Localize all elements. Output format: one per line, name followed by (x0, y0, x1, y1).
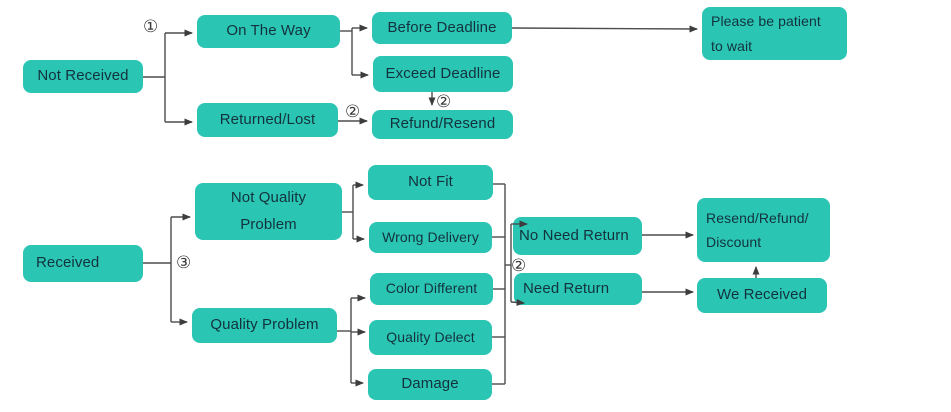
node-not-received: Not Received (23, 60, 143, 93)
node-on-the-way: On The Way (197, 15, 340, 48)
node-returned-lost: Returned/Lost (197, 103, 338, 137)
node-not-fit: Not Fit (368, 165, 493, 200)
step-2-exceed-deadline-label: ② (436, 92, 452, 112)
step-1-label: ① (143, 17, 159, 37)
step-2-returned-lost-label: ② (345, 102, 361, 122)
node-quality-delect: Quality Delect (369, 320, 492, 355)
step-3-label: ③ (176, 253, 192, 273)
node-received: Received (23, 245, 143, 282)
node-not-quality-problem: Not Quality Problem (195, 183, 342, 240)
node-exceed-deadline: Exceed Deadline (373, 56, 513, 92)
node-color-different: Color Different (370, 273, 493, 305)
node-before-deadline: Before Deadline (372, 12, 512, 44)
step-2-return-branch-label: ② (511, 256, 527, 276)
node-need-return: Need Return (514, 273, 642, 305)
node-wrong-delivery: Wrong Delivery (369, 222, 492, 253)
node-damage: Damage (368, 369, 492, 400)
node-resend-refund-discount: Resend/Refund/ Discount (697, 198, 830, 262)
node-no-need-return: No Need Return (513, 217, 642, 255)
node-refund-resend: Refund/Resend (372, 110, 513, 139)
node-please-be-patient: Please be patient to wait (702, 7, 847, 60)
node-we-received: We Received (697, 278, 827, 313)
node-quality-problem: Quality Problem (192, 308, 337, 343)
